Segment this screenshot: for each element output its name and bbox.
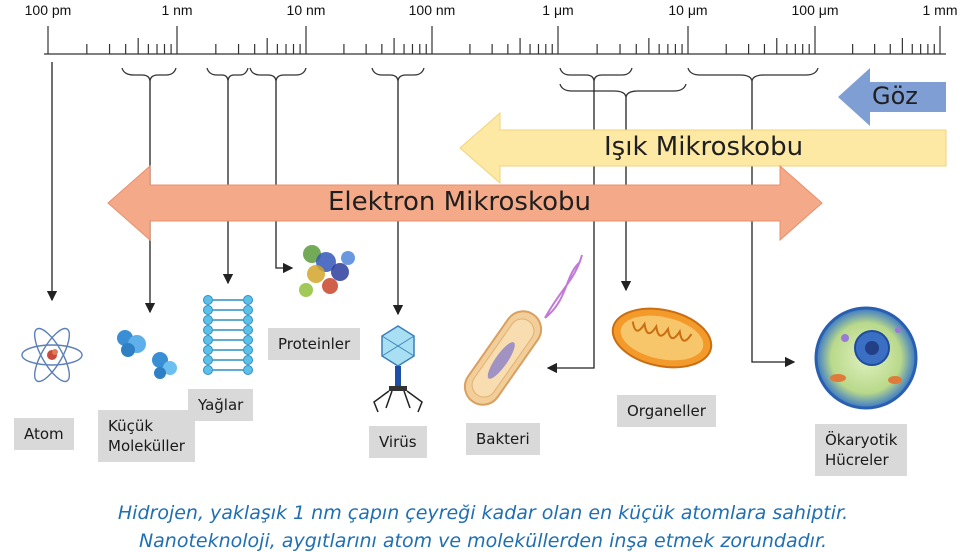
isik-mikroskobu-label: Işık Mikroskobu (604, 132, 804, 162)
lipid-head (203, 325, 213, 335)
virus-icon (373, 325, 423, 413)
goz-label: Göz (872, 82, 918, 110)
elektron-mikroskobu-label: Elektron Mikroskobu (328, 187, 591, 217)
protein-icon (299, 245, 355, 297)
scale-ruler (44, 26, 946, 55)
label-okaryotik-hucreler: Ökaryotik Hücreler (815, 424, 908, 476)
lipid-head (203, 295, 213, 305)
goz-range-arrow (838, 68, 946, 126)
leader-proteinler (275, 82, 294, 274)
caption-line-1: Hidrojen, yaklaşık 1 nm çapın çeyreği ka… (117, 502, 849, 524)
label-kucuk-molekuller: Küçük Moleküller (98, 410, 195, 462)
tick-label-100pm: 100 pm (24, 2, 72, 18)
label-proteinler: Proteinler (268, 328, 361, 360)
lipid-bilayer-icon (203, 295, 253, 375)
tick-label-100nm: 100 nm (408, 2, 456, 18)
mitochondrion-icon (611, 307, 713, 369)
eukaryotic-cell-icon (814, 306, 918, 410)
caption-line-2: Nanoteknoloji, aygıtlarını atom ve molek… (138, 530, 828, 552)
lipid-head (203, 335, 213, 345)
tick-label-1um: 1 μm (542, 2, 574, 18)
lipid-head (243, 355, 253, 365)
atom-icon (21, 327, 83, 383)
tick-label-10nm: 10 nm (286, 2, 326, 18)
lipid-head (243, 365, 253, 375)
label-organeller: Organeller (617, 395, 716, 427)
lipid-head (243, 295, 253, 305)
lipid-head (243, 335, 253, 345)
leader-okaryotik (751, 82, 796, 368)
tick-label-1mm: 1 mm (922, 2, 958, 18)
lipid-head (203, 315, 213, 325)
leader-bakteri (546, 82, 595, 374)
lipid-head (243, 305, 253, 315)
bacterium-icon (463, 254, 583, 406)
lipid-head (243, 325, 253, 335)
lipid-head (203, 365, 213, 375)
lipid-head (203, 355, 213, 365)
tick-label-100um: 100 μm (791, 2, 839, 18)
label-atom: Atom (14, 418, 74, 450)
label-bakteri: Bakteri (466, 423, 540, 455)
label-virus: Virüs (369, 426, 427, 458)
lipid-head (243, 345, 253, 355)
elektron-range-arrow (107, 164, 823, 242)
tick-label-10um: 10 μm (668, 2, 708, 18)
isik-range-arrow (459, 111, 947, 185)
range-brackets (121, 67, 819, 99)
lipid-head (243, 315, 253, 325)
tick-label-1nm: 1 nm (161, 2, 193, 18)
lipid-head (203, 345, 213, 355)
small-molecules-icon (117, 330, 177, 379)
label-yaglar: Yağlar (188, 389, 254, 421)
lipid-head (203, 305, 213, 315)
